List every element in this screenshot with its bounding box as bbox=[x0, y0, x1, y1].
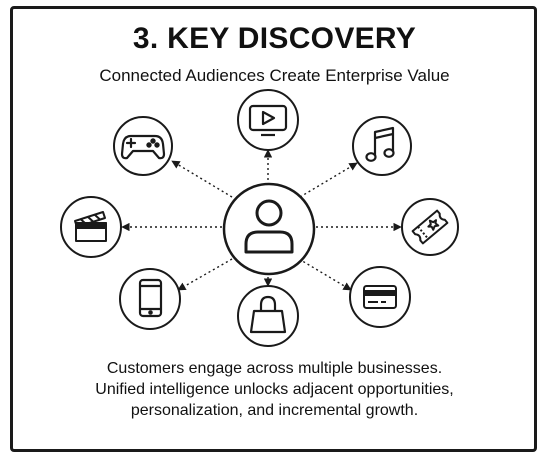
center-hub bbox=[222, 182, 316, 276]
music-note-icon bbox=[365, 126, 395, 162]
caption-line-1: Customers engage across multiple busines… bbox=[106, 360, 443, 377]
tv-play-icon bbox=[248, 104, 288, 137]
credit-card-icon bbox=[363, 285, 397, 309]
caption-line-3: personalization, and incremental growth. bbox=[130, 402, 419, 419]
page-title: 3. KEY DISCOVERY bbox=[132, 22, 417, 55]
gamepad-icon bbox=[120, 134, 166, 160]
node-ticket bbox=[401, 198, 459, 256]
node-music bbox=[352, 116, 412, 176]
connector-gamepad bbox=[171, 160, 233, 198]
page-subtitle: Connected Audiences Create Enterprise Va… bbox=[99, 66, 450, 85]
person-icon bbox=[244, 199, 294, 254]
connector-music bbox=[299, 162, 358, 198]
node-phone bbox=[119, 268, 181, 330]
caption: Customers engage across multiple busines… bbox=[0, 358, 549, 421]
ticket-icon bbox=[411, 209, 449, 245]
node-clapper bbox=[60, 196, 122, 258]
shopping-bag-icon bbox=[249, 295, 287, 334]
node-gamepad bbox=[113, 116, 173, 176]
connector-phone bbox=[177, 258, 233, 291]
node-tv bbox=[237, 89, 299, 151]
clapperboard-icon bbox=[74, 211, 107, 242]
smartphone-icon bbox=[138, 278, 163, 318]
caption-line-2: Unified intelligence unlocks adjacent op… bbox=[95, 381, 454, 398]
connector-card bbox=[298, 258, 352, 291]
node-bag bbox=[237, 285, 299, 347]
node-card bbox=[349, 266, 411, 328]
